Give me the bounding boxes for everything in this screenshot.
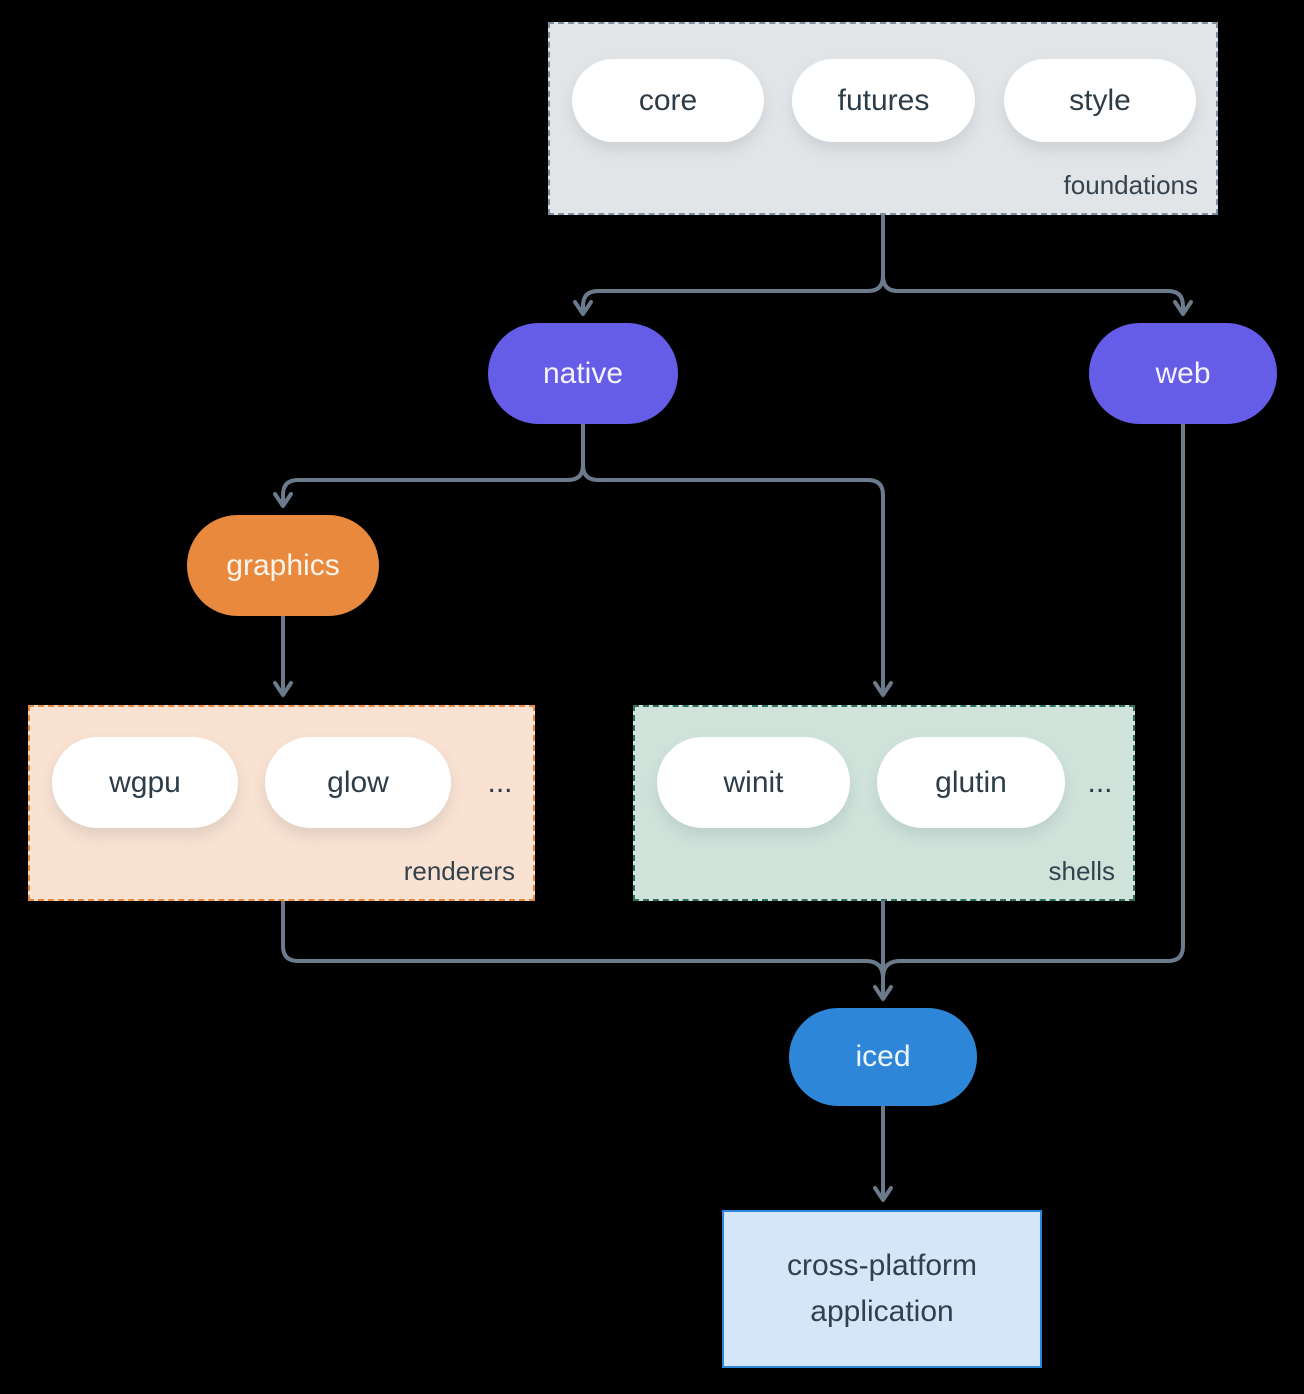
group-renderers: wgpu glow ... renderers	[28, 705, 535, 901]
group-shells: winit glutin ... shells	[633, 705, 1135, 901]
node-glow: glow	[265, 737, 451, 828]
shells-group-label: shells	[1048, 856, 1115, 886]
edge-renderers-to-merge	[281, 899, 885, 980]
node-winit: winit	[657, 737, 850, 828]
node-cross-platform-application: cross-platform application	[722, 1210, 1042, 1368]
node-wgpu: wgpu	[52, 737, 238, 828]
node-iced: iced	[789, 1008, 977, 1106]
edge-foundations-to-native	[573, 274, 885, 316]
renderers-ellipsis: ...	[487, 765, 513, 799]
edge-foundations-to-web	[881, 274, 1193, 316]
node-futures: futures	[792, 59, 975, 142]
edge-native-to-shells	[581, 463, 893, 697]
node-native: native	[488, 323, 678, 424]
node-graphics: graphics	[187, 515, 379, 616]
node-glutin: glutin	[877, 737, 1065, 828]
edge-native-to-graphics	[273, 463, 585, 508]
node-core: core	[572, 59, 764, 142]
foundations-group-label: foundations	[1063, 170, 1198, 200]
shells-ellipsis: ...	[1087, 765, 1113, 799]
renderers-group-label: renderers	[403, 856, 515, 886]
node-web: web	[1089, 323, 1277, 424]
node-style: style	[1004, 59, 1196, 142]
group-foundations: core futures style foundations	[548, 22, 1218, 215]
